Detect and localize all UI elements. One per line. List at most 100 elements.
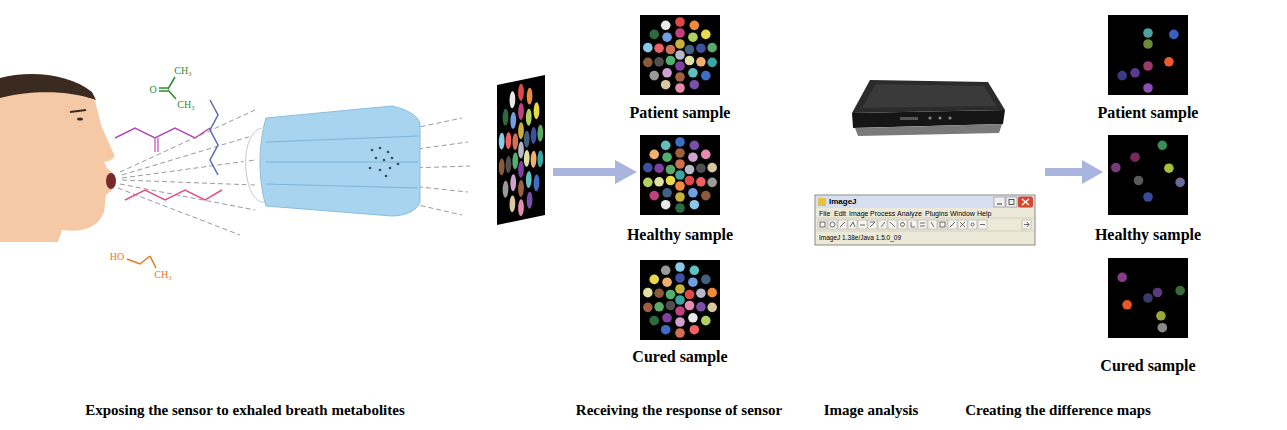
sensor-spot xyxy=(506,132,512,150)
sensor-spot xyxy=(690,200,700,210)
sensor-spot xyxy=(537,124,543,142)
sensor-spot xyxy=(661,325,671,335)
sensor-spot xyxy=(1156,311,1166,321)
sensor-spot xyxy=(675,83,685,93)
sensor-spot xyxy=(1130,68,1140,78)
sensor-spot xyxy=(701,71,711,81)
sensor-spot xyxy=(675,328,685,338)
sensor-spot xyxy=(707,288,717,298)
sensor-spot xyxy=(666,301,676,311)
sensor-spot xyxy=(685,290,695,300)
sensor-spot xyxy=(675,295,685,305)
difference-map: Patient sample xyxy=(1062,15,1234,123)
sensor-spot xyxy=(512,152,518,170)
window-title: ImageJ xyxy=(829,198,857,207)
sensor-spot xyxy=(499,158,505,176)
sensor-spot xyxy=(1158,323,1168,333)
sensor-spot xyxy=(675,72,685,82)
sensor-spot xyxy=(685,45,695,55)
sensor-spot xyxy=(675,159,685,169)
sensor-spot xyxy=(675,39,685,49)
sensor-spot xyxy=(510,111,516,129)
sensor-spot xyxy=(654,177,664,187)
sensor-spot xyxy=(1117,71,1127,81)
sensor-spot xyxy=(643,43,653,53)
menu-item: Image xyxy=(849,210,868,218)
sensor-spot xyxy=(1164,57,1174,67)
sensor-spot xyxy=(654,163,664,173)
sensor-spot xyxy=(696,302,706,312)
sample-label: Patient sample xyxy=(594,103,766,123)
sensor-spot xyxy=(1143,293,1153,303)
difference-image xyxy=(1108,15,1188,95)
sensor-spot xyxy=(666,165,676,175)
sensor-spot xyxy=(696,57,706,67)
sensor-spot xyxy=(1130,152,1140,162)
sensor-spot xyxy=(1143,61,1153,71)
sensor-spot xyxy=(685,301,695,311)
sensor-spot xyxy=(649,316,659,326)
sensor-spot xyxy=(534,174,540,192)
sensor-spot xyxy=(696,163,706,173)
sample-label: Healthy sample xyxy=(1062,225,1234,245)
sensor-spot xyxy=(688,277,698,287)
sensor-spot xyxy=(690,140,700,150)
sensor-spot xyxy=(701,316,711,326)
sensor-spot xyxy=(654,288,664,298)
molecule-sketches xyxy=(115,77,222,268)
sensor-spot xyxy=(707,303,717,313)
step-caption: Image analysis xyxy=(824,402,919,419)
sensor-spot xyxy=(518,160,524,178)
sensor-spot xyxy=(661,265,671,275)
sensor-image xyxy=(640,135,720,215)
sensor-spot xyxy=(1143,28,1153,38)
sensor-spot xyxy=(701,30,711,40)
sensor-spot xyxy=(661,20,671,30)
image-ground xyxy=(1108,258,1188,338)
sensor-spot xyxy=(688,188,698,198)
sensor-spot xyxy=(675,306,685,316)
status-line: ImageJ 1.38e/Java 1.5.0_09 xyxy=(819,234,901,241)
chemical-group: CH₃ xyxy=(176,99,195,110)
image-ground xyxy=(1108,135,1188,215)
sensor-spot xyxy=(690,80,700,90)
sensor-spot xyxy=(675,170,685,180)
sensor-spot xyxy=(654,43,664,53)
sensor-spot xyxy=(662,32,672,42)
sensor-spot xyxy=(654,57,664,67)
sensor-spot xyxy=(1143,39,1153,49)
sensor-spot xyxy=(696,288,706,298)
sensor-response: Cured sample xyxy=(594,260,766,367)
chemical-group: HO xyxy=(109,251,125,262)
sensor-spot xyxy=(1117,273,1127,283)
sensor-spot xyxy=(499,132,505,150)
sensor-image xyxy=(640,260,720,340)
sensor-spot xyxy=(675,50,685,60)
sensor-spot xyxy=(524,149,530,167)
sensor-spot xyxy=(518,122,524,140)
sample-label: Cured sample xyxy=(594,347,766,367)
sensor-spot xyxy=(1143,83,1153,93)
sensor-spot xyxy=(1158,140,1168,150)
sensor-spot xyxy=(510,195,516,213)
menu-item: Edit xyxy=(834,210,846,218)
sensor-spot xyxy=(503,108,509,126)
sensor-spot xyxy=(688,152,698,162)
face-mask xyxy=(246,106,420,216)
chemical-group: O xyxy=(148,84,157,95)
menu-item: Process xyxy=(870,210,895,218)
chemical-group: CH₃ xyxy=(153,269,172,280)
sensor-spot xyxy=(506,156,512,174)
sensor-spot xyxy=(662,152,672,162)
chemical-group: CH₃ xyxy=(173,65,192,76)
sensor-spot xyxy=(690,325,700,335)
sensor-spot xyxy=(1134,176,1144,186)
sensor-spot xyxy=(518,180,524,198)
sensor-spot xyxy=(696,177,706,187)
menu-item: Window xyxy=(950,210,975,218)
sensor-spot xyxy=(662,313,672,323)
sensor-spot xyxy=(675,273,685,283)
sensor-spot xyxy=(688,68,698,78)
sensor-array xyxy=(497,75,545,225)
